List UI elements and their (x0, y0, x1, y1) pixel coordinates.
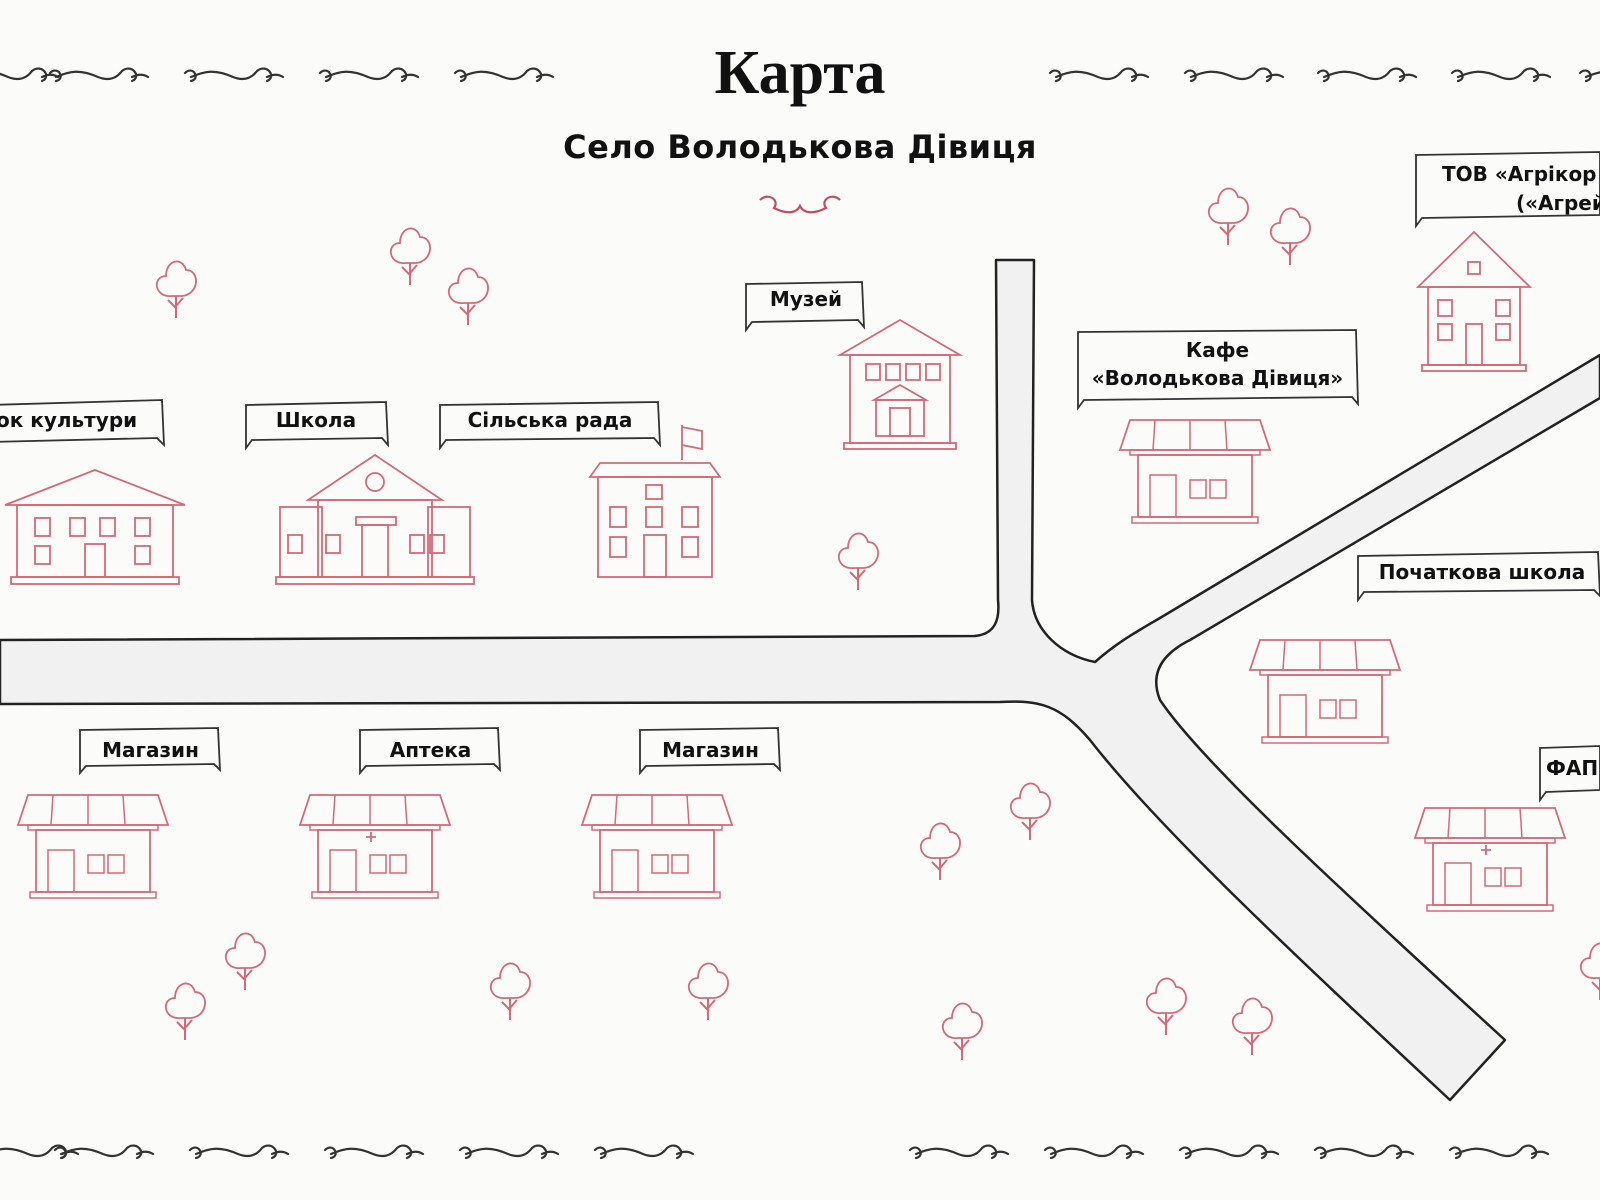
label-shop-1: Магазин (102, 738, 199, 762)
banner-fap (1539, 745, 1600, 803)
title-ornament (759, 195, 841, 214)
map-title: Карта (714, 39, 886, 107)
school-building (275, 453, 475, 585)
label-cafe-line2: «Володькова Дівиця» (1091, 366, 1344, 390)
label-agricor-line1: ТОВ «Агрікор Х (1442, 162, 1600, 186)
banner-primary-school (1357, 551, 1600, 603)
label-museum: Музей (769, 287, 843, 311)
shop-1-building (17, 794, 169, 899)
fap-building (1414, 807, 1566, 912)
label-house-of-culture: ок культури (0, 408, 138, 432)
buildings (4, 230, 1566, 912)
banners (0, 151, 1600, 803)
label-school: Школа (275, 408, 357, 432)
label-primary-school: Початкова школа (1378, 560, 1586, 584)
cafe-building (1119, 419, 1271, 524)
label-pharmacy: Аптека (389, 738, 472, 762)
main-road (0, 258, 1600, 1102)
label-village-council: Сільська рада (467, 408, 633, 432)
banner-house-of-culture (0, 399, 166, 448)
label-agricor-line2: («Агрей (1516, 191, 1600, 215)
banner-agricor (1415, 151, 1600, 229)
banner-school (245, 401, 390, 451)
banner-pharmacy (359, 727, 502, 776)
banner-shop-1 (79, 727, 222, 776)
banner-village-council (439, 401, 662, 451)
label-shop-2: Магазин (662, 738, 759, 762)
shop-2-building (581, 794, 733, 899)
banner-cafe (1077, 329, 1359, 411)
roads (0, 258, 1600, 1102)
pharmacy-building (299, 794, 451, 899)
village-council-building (588, 425, 722, 578)
label-fap: ФАП (1546, 756, 1599, 780)
label-cafe-line1: Кафе (1185, 338, 1250, 362)
banner-museum (745, 281, 866, 333)
bottom-flourishes (0, 1144, 1550, 1160)
agricor-building (1415, 230, 1533, 372)
museum-building (836, 318, 964, 450)
primary-school-building (1249, 639, 1401, 744)
house-of-culture-building (4, 469, 186, 585)
map-subtitle: Село Володькова Дівиця (563, 128, 1037, 166)
banner-shop-2 (639, 727, 782, 776)
